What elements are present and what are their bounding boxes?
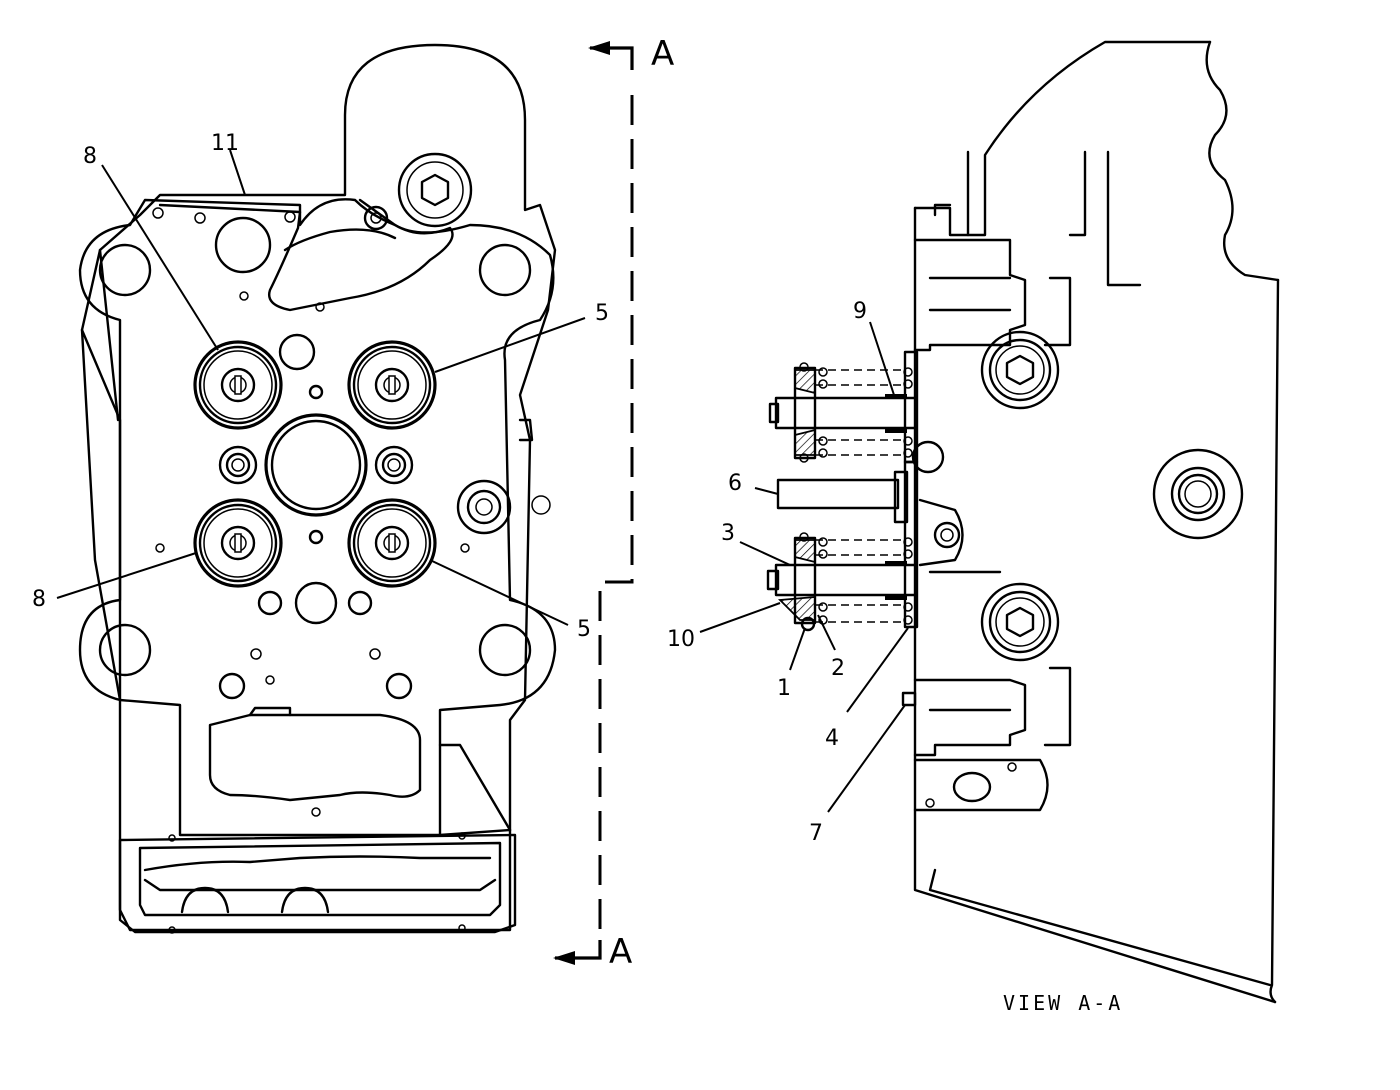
front-view	[78, 43, 557, 934]
section-label-bottom: A	[609, 932, 632, 972]
callout-8-top: 8	[83, 144, 97, 169]
callout-7: 7	[809, 821, 823, 846]
callouts: 11 8 8 5 5 9 6 3 10 1 2 4 7	[32, 131, 909, 846]
callout-5-bottom: 5	[577, 617, 591, 642]
section-view: VIEW A-A	[766, 40, 1280, 1015]
view-caption: VIEW A-A	[1003, 991, 1123, 1015]
callout-5-top: 5	[595, 301, 609, 326]
lower-solenoid	[766, 532, 918, 632]
callout-8-bottom: 8	[32, 587, 46, 612]
callout-11: 11	[211, 131, 239, 156]
callout-6: 6	[728, 471, 742, 496]
callout-4: 4	[825, 726, 839, 751]
callout-9: 9	[853, 299, 867, 324]
section-line: A A	[553, 34, 674, 972]
callout-2: 2	[831, 656, 845, 681]
section-label-top: A	[651, 34, 674, 74]
upper-solenoid	[768, 362, 918, 463]
callout-10: 10	[667, 627, 695, 652]
callout-3: 3	[721, 521, 735, 546]
callout-1: 1	[777, 676, 791, 701]
